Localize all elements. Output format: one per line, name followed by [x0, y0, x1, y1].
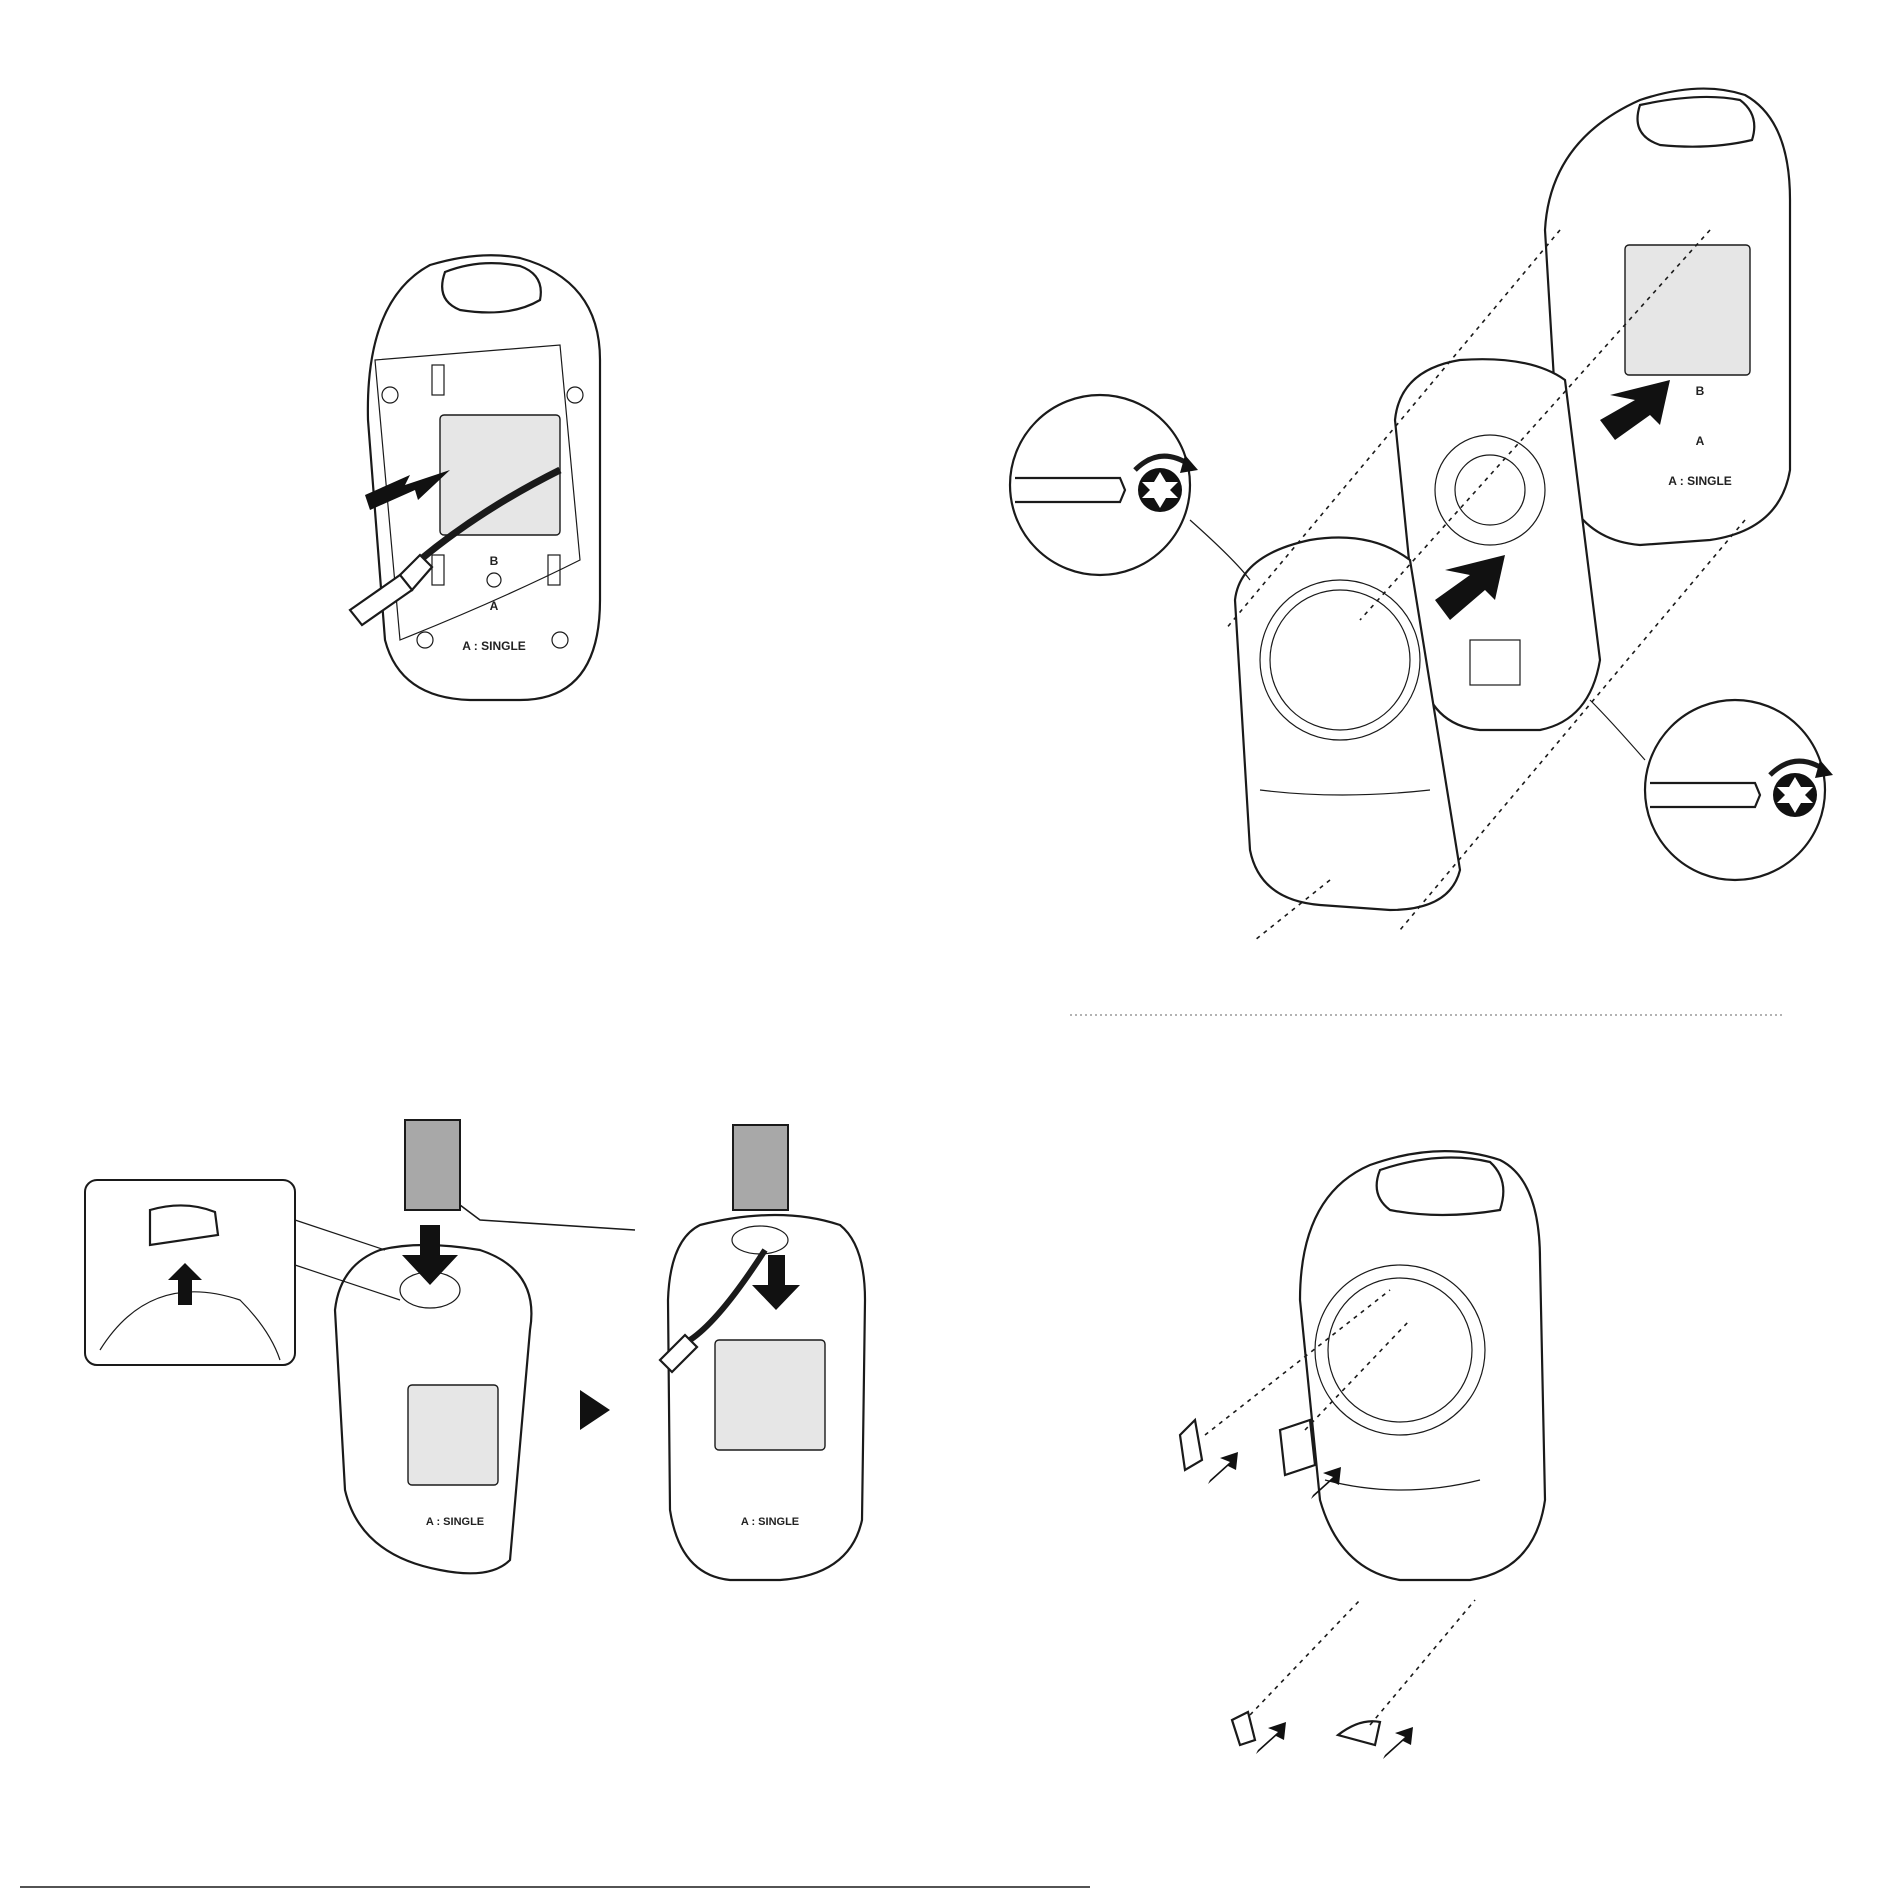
guide-line [1370, 1600, 1475, 1725]
insert-arrow [1208, 1452, 1238, 1484]
label-single: A : SINGLE [462, 639, 526, 653]
pipe-leader [460, 1205, 635, 1230]
panel-cover-caps [1180, 1151, 1545, 1759]
screw-cap [1232, 1712, 1255, 1745]
play-arrow-icon [580, 1390, 610, 1430]
rear-label-single: A : SINGLE [1668, 474, 1732, 488]
insert-arrow [1383, 1727, 1413, 1759]
guide-line [1250, 1600, 1360, 1715]
pipe [405, 1120, 460, 1210]
torx-callout-top [1010, 395, 1250, 580]
torx-screwdriver-icon [1650, 783, 1760, 807]
panel-pipe-mount: A : SINGLE A : SINGLE [85, 1120, 865, 1580]
insert-arrow [1256, 1722, 1286, 1754]
mount-window [440, 415, 560, 535]
mount-window [715, 1340, 825, 1450]
screw-cap [1338, 1721, 1380, 1745]
callout-leader [295, 1220, 385, 1250]
assembled-camera [1300, 1151, 1545, 1580]
screw-cap [1180, 1420, 1202, 1470]
rear-mount-window [1625, 245, 1750, 375]
label-b: B [490, 554, 499, 568]
mount-window [408, 1385, 498, 1485]
label-a: A [490, 599, 499, 613]
rear-mount-cap [1638, 97, 1755, 147]
torx-screwdriver-icon [1015, 478, 1125, 502]
mounted-label-single: A : SINGLE [741, 1516, 799, 1528]
panel-exploded-assembly: A : SINGLE A B [1010, 89, 1833, 940]
torx-callout-bottom [1590, 700, 1833, 880]
mount-top-cap [442, 263, 541, 312]
panel-cable-exit: B A A : SINGLE [350, 255, 600, 700]
rear-label-b: B [1696, 384, 1705, 398]
rear-label-a: A [1696, 434, 1705, 448]
pipe [733, 1125, 788, 1210]
callout-leader [1590, 700, 1645, 760]
pipe-label-single: A : SINGLE [426, 1516, 484, 1528]
callout-leader [1190, 520, 1250, 580]
camera-top-cap [1377, 1158, 1504, 1216]
screw-cap [1280, 1420, 1315, 1475]
